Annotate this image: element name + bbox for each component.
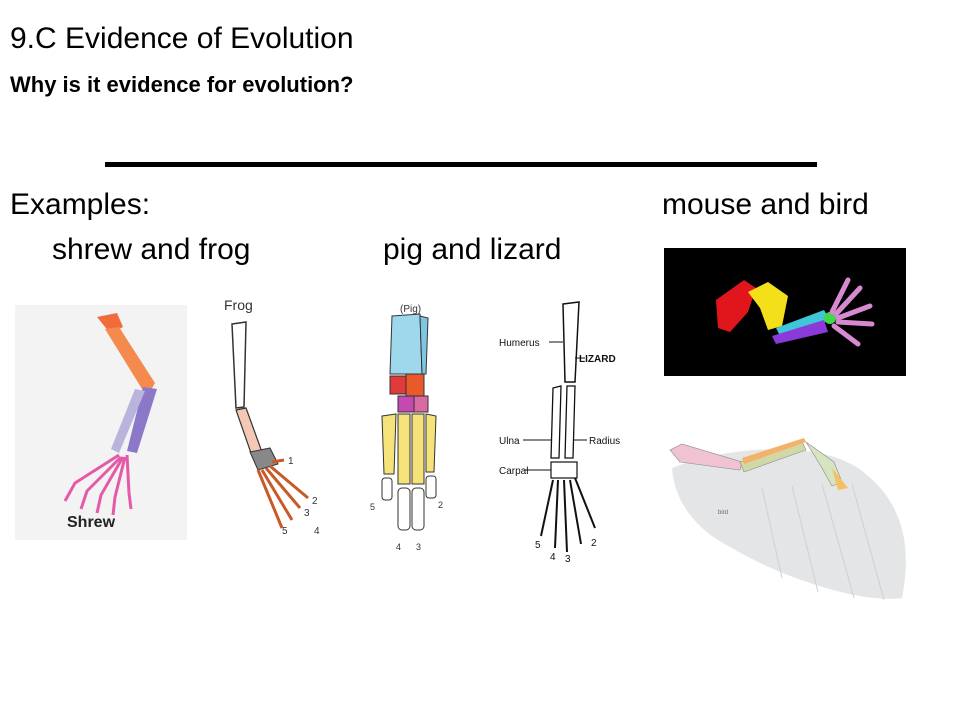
mouse-scapula (716, 280, 756, 332)
lizard-carpal-label: Carpal (499, 466, 528, 477)
bird-wing-image: bird (669, 438, 906, 601)
pig-carpals (389, 373, 429, 413)
shrew-digits (63, 453, 133, 516)
caption-mouse-bird: mouse and bird (662, 188, 869, 221)
frog-digit-label: 2 (312, 496, 318, 507)
lizard-humerus (562, 301, 580, 383)
lizard-radius-label: Radius (589, 436, 620, 447)
frog-humerus (231, 321, 247, 409)
mouse-carpals (824, 312, 836, 324)
shrew-humerus (105, 327, 155, 397)
slide-subtitle: Why is it evidence for evolution? (10, 72, 354, 97)
frog-digit-label: 3 (304, 508, 310, 519)
mouse-humerus (748, 282, 788, 330)
pig-digit-label: 5 (370, 502, 375, 512)
lizard-digit-label: 3 (565, 554, 571, 565)
lizard-carpals (550, 461, 578, 479)
bird-digit (832, 468, 848, 490)
bird-label: bird (718, 510, 728, 516)
bird-feather-lines (761, 483, 885, 601)
lizard-ulna-label: Ulna (499, 436, 520, 447)
mouse-forelimb-image (664, 248, 906, 376)
pig-digit-label: 2 (438, 500, 443, 510)
lizard-title-label: LIZARD (579, 354, 616, 365)
frog-digit-label: 5 (282, 526, 288, 537)
shrew-label: Shrew (67, 514, 116, 531)
bird-radius (742, 438, 806, 464)
lizard-ulna (550, 385, 562, 459)
frog-carpals (249, 447, 279, 471)
lizard-digit-label: 4 (550, 552, 556, 563)
slide-title: 9.C Evidence of Evolution (10, 22, 354, 55)
pig-digit-label: 3 (416, 542, 421, 552)
answer-blank-line (105, 162, 817, 167)
pig-digit-label: 4 (396, 542, 401, 552)
caption-shrew-frog: shrew and frog (52, 233, 251, 266)
pig-metacarpals (381, 413, 437, 485)
frog-digit-label: 4 (314, 526, 320, 537)
lizard-humerus-label: Humerus (499, 338, 540, 349)
pig-phalanges (381, 475, 437, 531)
bird-humerus (669, 443, 743, 471)
pig-radius (389, 313, 423, 375)
shrew-radius (111, 389, 145, 453)
mouse-digits (829, 277, 875, 347)
examples-label: Examples: (10, 188, 151, 221)
shrew-forelimb-image: Shrew (15, 305, 187, 540)
lizard-digits (540, 477, 596, 553)
lizard-forelimb-image: Humerus LIZARD Ulna Radius Carpal 5 4 3 … (499, 301, 620, 565)
frog-digits (256, 458, 309, 529)
pig-ulna (419, 315, 429, 375)
pig-forelimb-image: (Pig) 5 2 4 3 (370, 304, 443, 552)
caption-pig-lizard: pig and lizard (383, 233, 562, 266)
frog-radioulna (235, 407, 263, 457)
lizard-digit-label: 2 (591, 538, 597, 549)
lizard-leader-lines (523, 341, 587, 471)
frog-forelimb-image: Frog 1 2 3 5 4 (224, 297, 320, 537)
mouse-ulna (772, 320, 828, 344)
lizard-radius (564, 385, 576, 459)
shrew-ulna (127, 387, 157, 453)
bird-feathers (672, 449, 906, 599)
frog-label: Frog (224, 297, 253, 313)
frog-digit-label: 1 (288, 456, 294, 467)
pig-label: (Pig) (400, 304, 421, 315)
lizard-digit-label: 5 (535, 540, 541, 551)
